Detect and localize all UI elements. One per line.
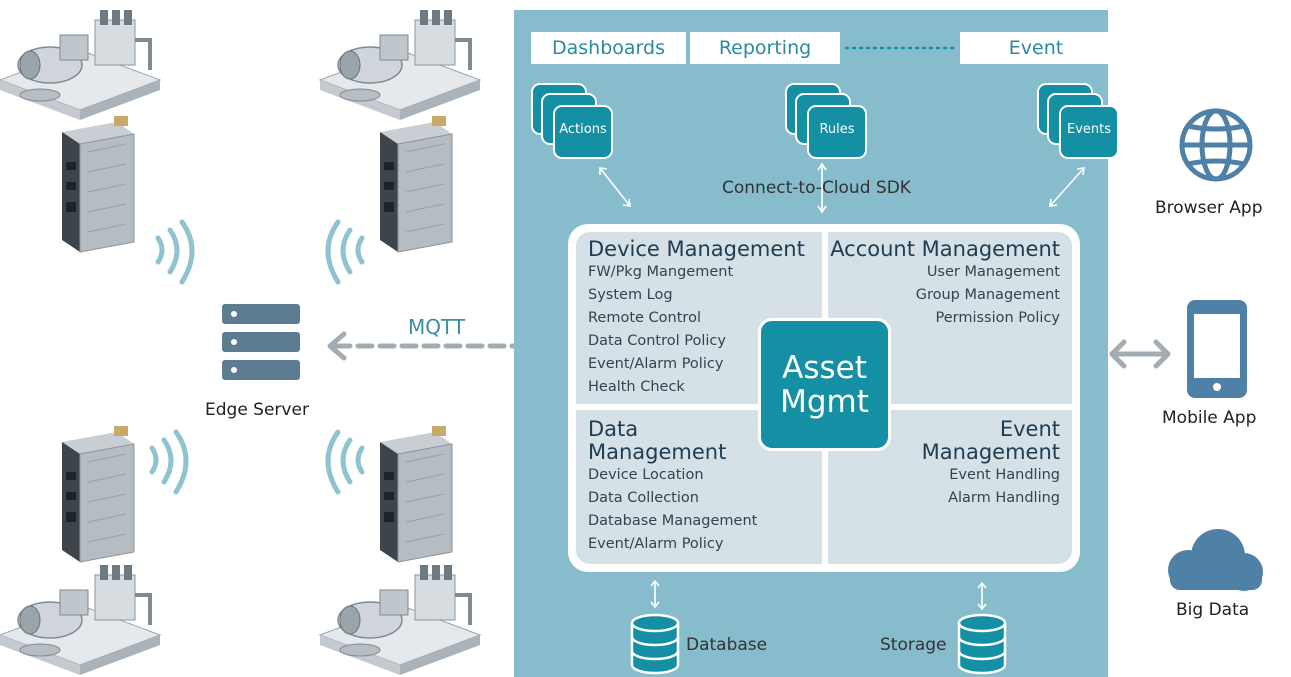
edge-devices-illustration [0,8,514,677]
list-item: Group Management [915,287,1060,303]
mqtt-arrow [327,331,514,361]
list-item: Health Check [588,379,685,395]
list-item: Event/Alarm Policy [588,536,724,552]
list-item: System Log [588,287,673,303]
actions-label: Actions [559,122,607,137]
dotted-connector [844,46,958,50]
asset-mgmt-line1: Asset [782,349,867,386]
event-management-quadrant: Event Management Event Handling Alarm Ha… [828,410,1072,564]
storage-icon [957,613,1007,675]
event-management-title-line1: Event [999,417,1060,441]
edge-server-label: Edge Server [205,400,309,420]
storage-graphics [630,579,1007,675]
database-icon [630,613,680,675]
events-label: Events [1066,122,1111,137]
list-item: Data Collection [588,490,699,506]
list-item: Remote Control [588,310,701,326]
asset-mgmt-box: Asset Mgmt [758,318,891,451]
rules-label: Rules [819,122,855,137]
data-management-title-line1: Data [588,417,639,441]
mobile-app-label: Mobile App [1162,408,1257,428]
mobile-phone-icon [1187,300,1247,398]
dashboards-box[interactable]: Dashboards [531,32,686,64]
list-item: Event Handling [949,467,1060,483]
sdk-label: Connect-to-Cloud SDK [722,178,911,198]
list-item: Alarm Handling [948,490,1060,506]
asset-mgmt-line2: Mgmt [780,383,869,420]
data-management-title-line2: Management [588,440,727,464]
actions-stack-icon [531,83,613,159]
rules-stack-icon [785,83,867,159]
list-item: Database Management [588,513,758,529]
sdk-arrows [599,162,1085,214]
list-item: User Management [926,264,1060,280]
event-management-title-line2: Management [921,440,1060,464]
server-icon [222,304,300,380]
list-item: Device Location [588,467,704,483]
browser-app-label: Browser App [1155,198,1263,218]
device-management-quadrant: Device Management FW/Pkg Mangement Syste… [576,232,822,404]
events-stack-icon [1037,83,1119,159]
client-icons [1109,108,1263,591]
cloud-icon [1168,529,1263,591]
database-label: Database [686,635,768,655]
storage-label: Storage [880,635,947,655]
reporting-box[interactable]: Reporting [690,32,840,64]
mqtt-label: MQTT [408,315,466,339]
big-data-label: Big Data [1176,600,1250,620]
mobile-arrow [1109,339,1171,369]
list-item: Event/Alarm Policy [588,356,724,372]
account-management-title: Account Management [830,237,1060,261]
list-item: Permission Policy [935,310,1060,326]
globe-icon [1179,108,1253,182]
list-item: FW/Pkg Mangement [588,264,734,280]
list-item: Data Control Policy [588,333,726,349]
device-management-title: Device Management [588,237,805,261]
event-box[interactable]: Event [960,32,1112,64]
